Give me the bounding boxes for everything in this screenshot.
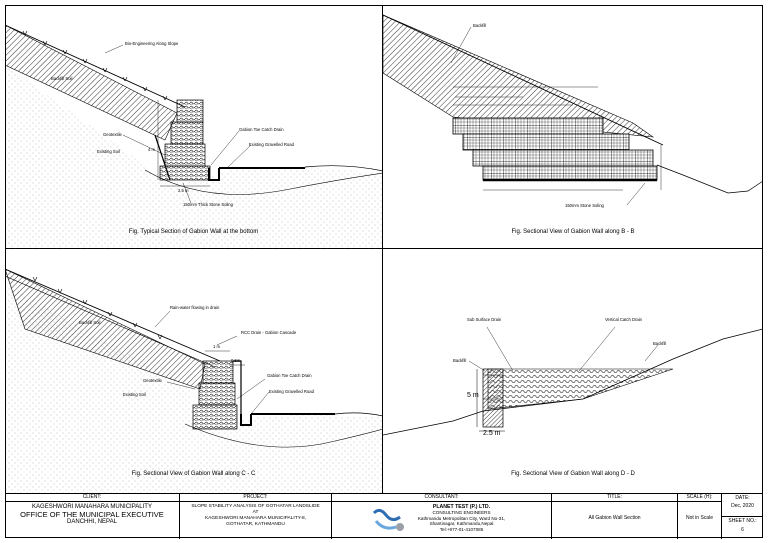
project-cell: PROJECT: SLOPE STABILITY ANALYSIS OF GOT…: [180, 494, 332, 539]
title-value: All Gabion Wall Section: [588, 515, 641, 521]
label-road: Existing Gravelled Road: [249, 142, 295, 147]
label-road: Existing Gravelled Road: [269, 389, 315, 394]
consultant-sub: CONSULTING ENGINEERS: [432, 510, 491, 516]
panel-section-cc: Rain-water flowing in drain Backfill Soi…: [5, 249, 383, 493]
label-sub-surface-drain: Sub Surface Drain: [467, 317, 502, 322]
client-cell: CLIENT: KAGESHWORI MANAHARA MUNICIPALITY…: [5, 494, 180, 539]
consultant-logo: [372, 508, 404, 531]
client-header: CLIENT:: [5, 494, 179, 502]
scale-header: SCALE (H):: [678, 494, 721, 502]
consultant-addr2: Shantinagar, Kathmandu,Nepal: [429, 521, 494, 527]
consultant-cell: CONSULTANT: PLANET TEST (P.) LTD. CONSUL…: [332, 494, 552, 539]
section-bb-drawing: Backfill 150mm Stone Soling: [383, 14, 763, 208]
title-block: CLIENT: KAGESHWORI MANAHARA MUNICIPALITY…: [5, 493, 763, 539]
sheet-border: [5, 5, 763, 538]
label-backfill-left: Backfill: [453, 358, 466, 363]
caption-section-dd: Fig. Sectional View of Gabion Wall along…: [511, 471, 635, 477]
project-line4: GOTHATAR, KATHMANDU: [226, 522, 285, 527]
caption-section-bb: Fig. Sectional View of Gabion Wall along…: [511, 229, 635, 235]
consultant-header: CONSULTANT:: [332, 494, 551, 502]
panel-section-dd: Sub Surface Drain Vertical Catch Drain B…: [383, 249, 763, 493]
label-toe-drain: Gabion Toe Catch Drain: [267, 373, 312, 378]
consultant-name: PLANET TEST (P.) LTD.: [432, 504, 491, 510]
label-vertical-catch-drain: Vertical Catch Drain: [605, 317, 643, 322]
label-wall-height: 5 m: [467, 392, 479, 399]
title-cell: TITLE: All Gabion Wall Section: [552, 494, 678, 539]
label-existing-soil: Existing Soil: [97, 149, 120, 154]
client-line2: OFFICE OF THE MUNICIPAL EXECUTIVE: [20, 510, 164, 519]
sheet-header: SHEET NO.:: [728, 518, 757, 524]
consultant-tel: Tel:+977-01-4107085: [439, 526, 484, 532]
client-line1: KAGESHWORI MANAHARA MUNICIPALITY: [32, 504, 152, 510]
label-backfill: Backfill: [473, 23, 486, 28]
project-header: PROJECT:: [180, 494, 331, 502]
label-stone-soling: 150mm Thick Stone Soling: [183, 202, 234, 207]
label-width-05m: 0.5m: [231, 358, 241, 363]
date-sheet-cell: DATE: Dec, 2020 SHEET NO.: 6: [722, 494, 763, 539]
project-line3: KAGESHWORI MANAHARA MUNICIPALITY-8,: [204, 516, 307, 521]
label-geotextile: Geotextile: [103, 132, 123, 137]
sheet-value: 6: [741, 527, 744, 533]
project-line1: SLOPE STABILITY ANALYSIS OF GOTHATAR LAN…: [191, 504, 320, 509]
label-base-width: 2.5 m: [178, 188, 189, 193]
caption-section-cc: Fig. Sectional View of Gabion Wall along…: [131, 471, 256, 477]
label-existing-soil: Existing Soil: [123, 392, 146, 397]
panel-typical-section: Bio-Engineering Along Slope Backfill Soi…: [5, 5, 383, 249]
typical-section-drawing: Bio-Engineering Along Slope Backfill Soi…: [5, 24, 383, 249]
project-line2: AT: [252, 510, 259, 515]
label-rcc-drain: RCC Drain - Gabion Cascade: [241, 330, 297, 335]
label-wall-width: 2.5 m: [483, 430, 501, 437]
label-width-1m: 1 m: [213, 344, 220, 349]
label-bio-engineering: Bio-Engineering Along Slope: [125, 41, 179, 46]
title-header: TITLE:: [552, 494, 677, 502]
panel-section-bb: Backfill 150mm Stone Soling Fig. Section…: [383, 5, 763, 249]
label-backfill-right: Backfill: [653, 341, 666, 346]
caption-typical-section: Fig. Typical Section of Gabion Wall at t…: [128, 229, 259, 235]
scale-cell: SCALE (H): Not in Scale: [678, 494, 722, 539]
label-geotextile: Geotextile: [143, 378, 163, 383]
date-header: DATE:: [735, 495, 750, 501]
label-backfill-soil: Backfill Soil: [79, 320, 100, 325]
consultant-addr1: Kathmandu Metropolitan City, Ward No-31,: [417, 515, 506, 521]
label-toe-drain: Gabion Toe Catch Drain: [239, 127, 284, 132]
scale-value: Not in Scale: [686, 515, 713, 521]
section-dd-drawing: Sub Surface Drain Vertical Catch Drain B…: [383, 317, 763, 437]
label-wall-height: 4 m: [148, 147, 155, 152]
label-stone-soling: 150mm Stone Soling: [565, 203, 605, 208]
label-backfill-soil: Backfill Soil: [51, 76, 72, 81]
label-rain-water: Rain-water flowing in drain: [170, 305, 220, 310]
section-cc-drawing: Rain-water flowing in drain Backfill Soi…: [5, 268, 383, 493]
client-line3: DANCHHI, NEPAL: [67, 519, 117, 525]
date-value: Dec, 2020: [731, 503, 754, 509]
